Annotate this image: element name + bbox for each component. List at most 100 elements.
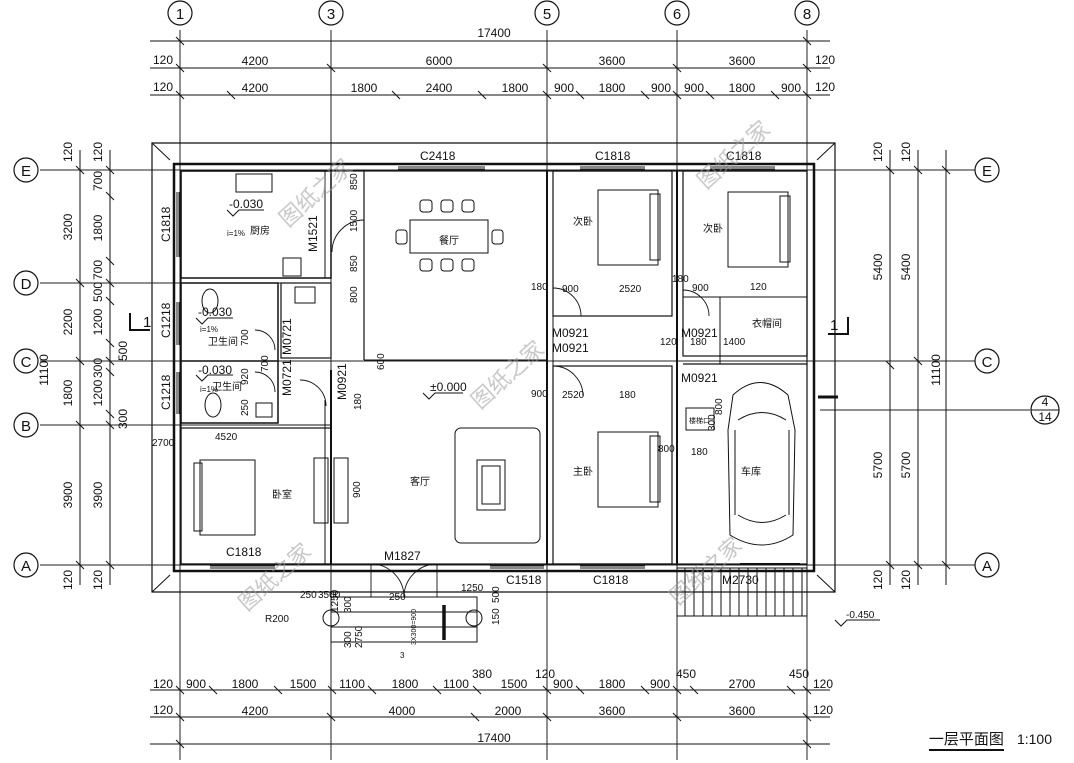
axis-bubble-c-left bbox=[13, 348, 39, 374]
dim-right-out-0: 5400 bbox=[871, 253, 885, 280]
dim-bot1-1: 1800 bbox=[232, 677, 259, 691]
dim-left-top-b: 120 bbox=[91, 142, 105, 162]
detail-ref-bottom: 14 bbox=[1038, 410, 1052, 424]
dim-misc-28: 1250 bbox=[461, 583, 484, 594]
slope-bath2: i=1% bbox=[200, 385, 218, 394]
dim-misc-12: 180 bbox=[691, 447, 708, 458]
dim-right-total: 11100 bbox=[929, 354, 943, 386]
axis-label-e-left: E bbox=[21, 163, 31, 180]
dim-misc-2: 2520 bbox=[619, 284, 642, 295]
dim-top2-a: 4200 bbox=[242, 81, 269, 95]
dim-top2-c: 2400 bbox=[426, 81, 453, 95]
bed-icon bbox=[597, 189, 659, 266]
dim-misc-15: 180 bbox=[619, 390, 636, 401]
axis-bubble-1 bbox=[167, 0, 193, 26]
ramp-radius: R200 bbox=[265, 614, 289, 625]
axis-label-1: 1 bbox=[176, 6, 184, 23]
dim-misc-24: 250 bbox=[240, 399, 251, 416]
windows bbox=[176, 166, 775, 569]
axis-bubble-c-right bbox=[974, 348, 1000, 374]
dim-misc-18: 4520 bbox=[215, 432, 238, 443]
axis-bubbles bbox=[13, 0, 1060, 578]
entrance-steps bbox=[322, 395, 838, 643]
dim-left-in-3: 500 bbox=[91, 282, 105, 302]
dim-bot1-6: 380 bbox=[472, 667, 492, 681]
dim-misc-10: 300 bbox=[707, 414, 718, 431]
dim-left-in-4: 1200 bbox=[91, 308, 105, 335]
dim-misc-27: 250 bbox=[389, 592, 406, 603]
dim-kitchen-3: 800 bbox=[349, 286, 360, 303]
dim-misc-14: 2520 bbox=[562, 390, 585, 401]
label-c1218-b: C1218 bbox=[159, 374, 173, 410]
dim-misc-19: 900 bbox=[352, 481, 363, 498]
section-mark-left: 1 bbox=[143, 314, 151, 331]
drawing-caption: 一层平面图 1:100 bbox=[928, 728, 1052, 751]
dim-top1-d: 3600 bbox=[729, 54, 756, 68]
dim-bot1-14: 450 bbox=[789, 667, 809, 681]
room-living: 客厅 bbox=[410, 475, 430, 488]
axis-bubble-6 bbox=[664, 0, 690, 26]
dim-bot-edge-l1: 120 bbox=[153, 677, 173, 691]
doors bbox=[254, 219, 800, 598]
slope-kitchen: i=1% bbox=[227, 229, 245, 238]
toilet-icon bbox=[201, 288, 219, 314]
bed-icon bbox=[199, 459, 256, 536]
dim-bot-edge-r1: 120 bbox=[813, 677, 833, 691]
axis-bubble-e-left bbox=[13, 157, 39, 183]
label-c1818-k: C1818 bbox=[159, 206, 173, 242]
dim-bot1-13: 2700 bbox=[729, 677, 756, 691]
dim-left-in-1: 1800 bbox=[91, 214, 105, 241]
label-m0921-5: M0921 bbox=[681, 371, 718, 385]
watermark: 图纸之家 bbox=[467, 337, 549, 414]
dim-left-in-10: 120 bbox=[91, 570, 105, 590]
room-dining: 餐厅 bbox=[439, 234, 459, 247]
dim-left-out-3: 3900 bbox=[61, 481, 75, 508]
dim-kitchen-0: 850 bbox=[349, 173, 360, 190]
dim-misc-25: 250 bbox=[300, 590, 317, 601]
axis-bubble-a-left bbox=[13, 552, 39, 578]
label-m1827: M1827 bbox=[384, 549, 421, 563]
dim-bot1-3: 1100 bbox=[339, 677, 365, 691]
dim-bot1-5: 1100 bbox=[443, 677, 469, 691]
drawing-title: 一层平面图 bbox=[928, 730, 1004, 751]
dimension-lines bbox=[75, 36, 951, 749]
dim-misc-30: 500 bbox=[491, 586, 502, 603]
dining-table-icon bbox=[409, 219, 489, 254]
label-m0921-1: M0921 bbox=[335, 363, 349, 400]
room-garage: 车库 bbox=[741, 465, 761, 478]
dim-misc-26: 3500 bbox=[318, 590, 341, 601]
dim-left-out-4: 120 bbox=[61, 570, 75, 590]
room-closet: 衣帽间 bbox=[752, 317, 782, 330]
label-c2418: C2418 bbox=[420, 149, 456, 163]
dim-bot1-2: 1500 bbox=[290, 677, 317, 691]
dim-bot1-8: 120 bbox=[535, 667, 555, 681]
label-c1818-b: C1818 bbox=[726, 149, 762, 163]
dim-top2-d: 1800 bbox=[502, 81, 529, 95]
dim-misc-32: 300 bbox=[343, 596, 354, 613]
dim-bot2-4: 3600 bbox=[729, 704, 756, 718]
dim-misc-22: 700 bbox=[240, 329, 251, 346]
dim-left-in-0: 700 bbox=[91, 171, 105, 191]
dim-bot1-12: 450 bbox=[676, 667, 696, 681]
dim-kitchen-2: 850 bbox=[349, 255, 360, 272]
dim-bot1-9: 900 bbox=[553, 677, 573, 691]
level-bath2: -0.030 bbox=[198, 363, 232, 377]
dim-right-in-1: 5700 bbox=[899, 451, 913, 478]
label-m0721-b: M0721 bbox=[280, 359, 294, 396]
dim-misc-16: 600 bbox=[376, 353, 387, 370]
dim-top2-g: 900 bbox=[651, 81, 671, 95]
ramp-count: 3 bbox=[400, 651, 405, 660]
dim-misc-7: 180 bbox=[690, 337, 707, 348]
dim-misc-4: 120 bbox=[750, 282, 767, 293]
dim-misc-1: 900 bbox=[562, 284, 579, 295]
car-symbol bbox=[727, 382, 796, 546]
label-c1518: C1518 bbox=[506, 573, 542, 587]
dim-top-edge-l1: 120 bbox=[153, 53, 173, 67]
dim-misc-29: 1250 bbox=[330, 589, 341, 612]
dim-misc-11: 800 bbox=[658, 444, 675, 455]
dim-top1-b: 6000 bbox=[426, 54, 453, 68]
drawing-scale: 1:100 bbox=[1016, 731, 1052, 747]
axis-label-a-left: A bbox=[21, 558, 31, 575]
label-m2730: M2730 bbox=[722, 573, 759, 587]
axis-bubble-3 bbox=[318, 0, 344, 26]
